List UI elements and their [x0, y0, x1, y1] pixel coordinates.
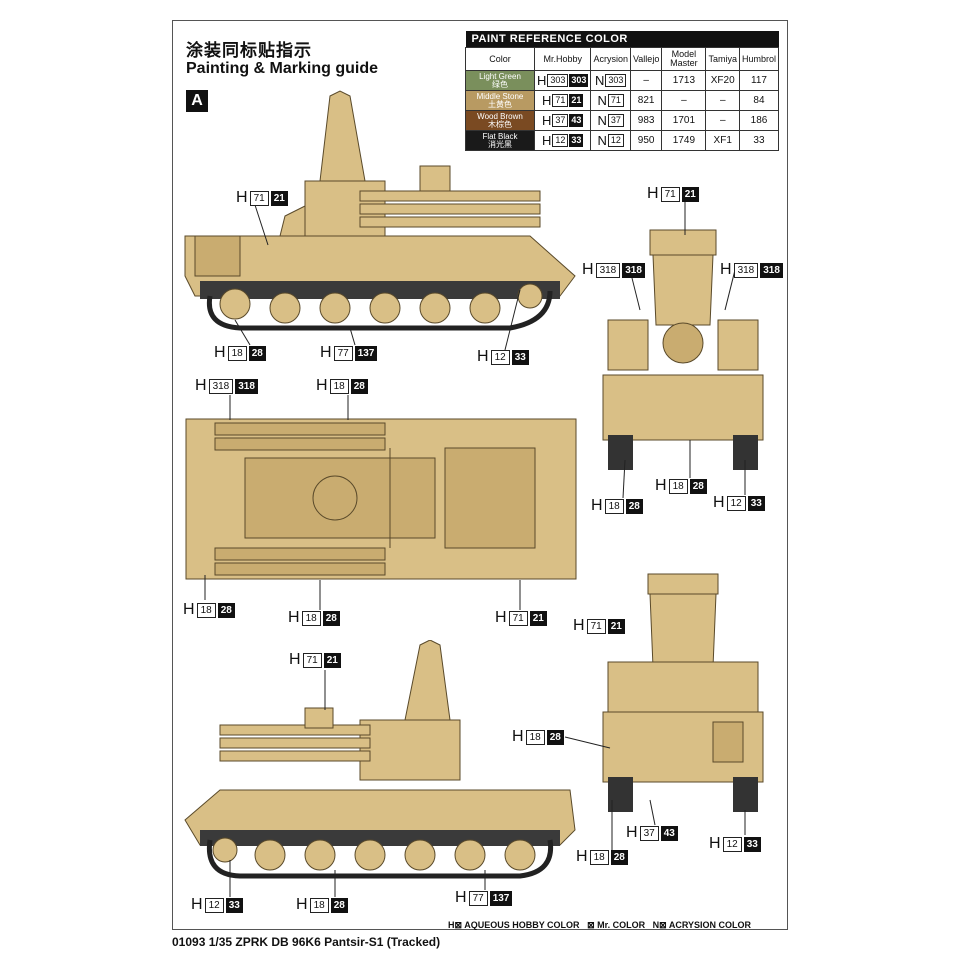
title-english: Painting & Marking guide: [186, 60, 379, 77]
model-master-code: 1749: [661, 130, 707, 151]
front-view-upper-illustration: [602, 229, 764, 470]
tamiya-code: XF1: [705, 130, 740, 151]
model-master-code: 1713: [661, 70, 707, 91]
legend-aqueous: H⊠ AQUEOUS HOBBY COLOR: [448, 920, 580, 930]
top-view-illustration: [185, 418, 577, 580]
legend-acrysion: N⊠ ACRYSION COLOR: [652, 920, 752, 930]
humbrol-code: 33: [738, 130, 780, 151]
product-footer: 01093 1/35 ZPRK DB 96K6 Pantsir-S1 (Trac…: [172, 935, 441, 949]
col-color: Color: [465, 47, 535, 71]
rear-view-illustration: [602, 573, 764, 812]
paint-reference-table: PAINT REFERENCE COLOR Color Mr.Hobby Acr…: [465, 31, 780, 151]
paint-table-title: PAINT REFERENCE COLOR: [465, 31, 779, 48]
legend-mr-color: ⊠ Mr. COLOR: [587, 920, 646, 930]
col-mrhobby: Mr.Hobby: [533, 47, 592, 71]
side-view-top-illustration: [184, 90, 576, 331]
humbrol-code: 84: [738, 90, 780, 111]
scheme-badge: A: [186, 90, 208, 112]
page-border: [172, 20, 788, 930]
color-legend: H⊠ AQUEOUS HOBBY COLOR ⊠ Mr. COLOR N⊠ AC…: [448, 920, 751, 931]
vallejo-code: 950: [629, 130, 663, 151]
col-tamiya: Tamiya: [705, 47, 740, 71]
side-view-bottom-illustration: [184, 640, 576, 879]
title-chinese: 涂装同标贴指示: [186, 41, 312, 61]
